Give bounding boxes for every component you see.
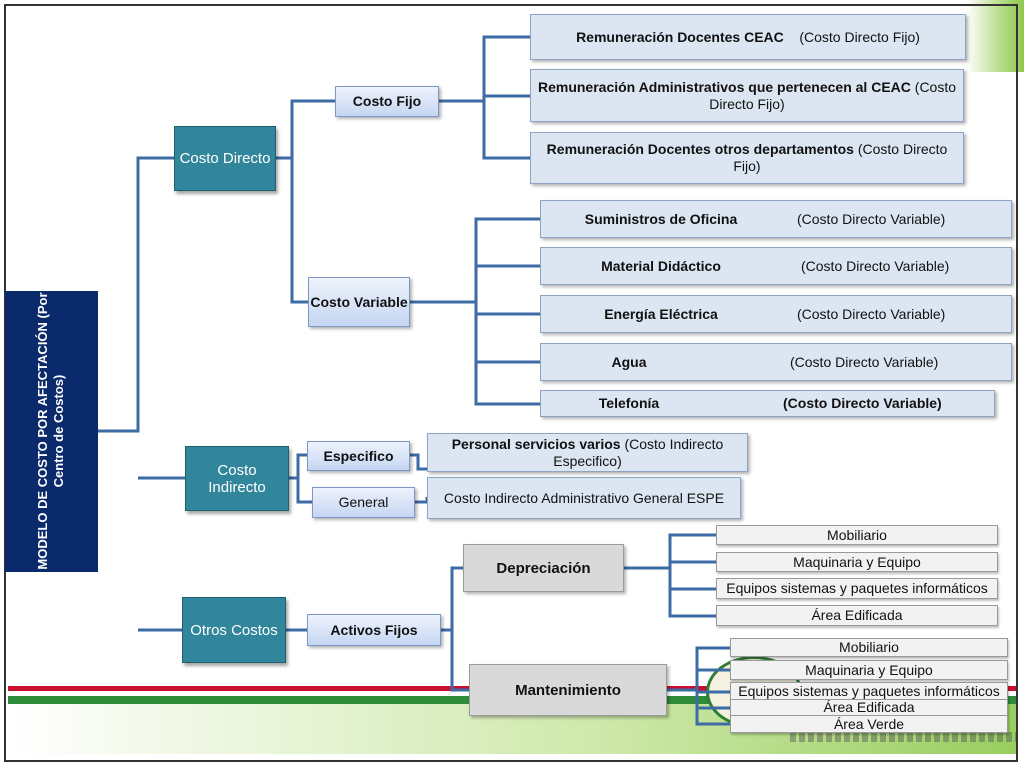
root-connector xyxy=(98,156,185,632)
node-costo-directo[interactable]: Costo Directo xyxy=(174,126,276,191)
root-label-line2: Centro de Costos) xyxy=(51,374,66,488)
dep-item-1[interactable]: Mobiliario xyxy=(716,525,998,545)
leaf-variable-2-name: Material Didáctico xyxy=(601,257,721,274)
mant-item-1[interactable]: Mobiliario xyxy=(730,638,1008,657)
node-costo-indirecto-word1: Costo xyxy=(217,461,257,479)
dep-item-4[interactable]: Área Edificada xyxy=(716,605,998,626)
leaf-variable-1[interactable]: Suministros de Oficina (Costo Directo Va… xyxy=(540,200,1012,238)
leaf-especifico-tag: (Costo Indirecto Especifico) xyxy=(553,435,724,469)
leaf-variable-1-tag: (Costo Directo Variable) xyxy=(797,210,946,227)
node-otros-costos[interactable]: Otros Costos xyxy=(182,597,286,663)
root-node: MODELO DE COSTO POR AFECTACIÓN (Por Cent… xyxy=(5,291,98,572)
node-costo-fijo[interactable]: Costo Fijo xyxy=(335,86,439,117)
leaf-especifico[interactable]: Personal servicios varios (Costo Indirec… xyxy=(427,433,748,472)
mant-item-2[interactable]: Maquinaria y Equipo xyxy=(730,660,1008,680)
mant-item-4[interactable]: Área Edificada xyxy=(730,699,1008,716)
mant-item-5[interactable]: Área Verde xyxy=(730,715,1008,733)
directo-connector xyxy=(276,99,335,304)
leaf-variable-4-tag: (Costo Directo Variable) xyxy=(790,353,939,370)
leaf-variable-2[interactable]: Material Didáctico (Costo Directo Variab… xyxy=(540,247,1012,285)
leaf-fijo-3-tag: (Costo Directo Fijo) xyxy=(733,141,948,174)
leaf-variable-1-name: Suministros de Oficina xyxy=(584,210,738,227)
activos-connector xyxy=(441,566,469,692)
leaf-variable-3[interactable]: Energía Eléctrica (Costo Directo Variabl… xyxy=(540,295,1012,333)
root-label-line1: MODELO DE COSTO POR AFECTACIÓN (Por xyxy=(35,292,50,570)
leaf-general[interactable]: Costo Indirecto Administrativo General E… xyxy=(427,477,741,519)
leaf-fijo-2-name: Remuneración Administrativos que pertene… xyxy=(537,78,911,95)
mantenimiento-connector xyxy=(667,646,730,726)
node-activos-fijos[interactable]: Activos Fijos xyxy=(307,614,441,646)
indirecto-connector xyxy=(289,453,312,504)
leaf-variable-5[interactable]: Telefonía (Costo Directo Variable) xyxy=(540,390,995,417)
leaf-variable-5-tag: (Costo Directo Variable) xyxy=(783,395,942,411)
fijo-connector xyxy=(439,35,530,160)
leaf-fijo-3-name: Remuneración Docentes otros departamento… xyxy=(546,141,854,157)
general-connector xyxy=(415,497,429,504)
leaf-variable-2-tag: (Costo Directo Variable) xyxy=(801,257,950,274)
node-costo-indirecto[interactable]: Costo Indirecto xyxy=(185,446,289,511)
leaf-especifico-name: Personal servicios varios xyxy=(451,435,621,452)
leaf-fijo-1-tag: (Costo Directo Fijo) xyxy=(783,28,920,45)
dep-item-2[interactable]: Maquinaria y Equipo xyxy=(716,552,998,572)
node-depreciacion[interactable]: Depreciación xyxy=(463,544,624,592)
leaf-variable-3-tag: (Costo Directo Variable) xyxy=(797,305,946,322)
leaf-variable-5-name: Telefonía xyxy=(598,395,660,411)
node-especifico[interactable]: Especifico xyxy=(307,441,410,471)
leaf-variable-4-name: Agua xyxy=(611,353,647,370)
dep-item-3[interactable]: Equipos sistemas y paquetes informáticos xyxy=(716,578,998,599)
leaf-fijo-2-tag: (Costo Directo Fijo) xyxy=(709,78,957,112)
leaf-fijo-1[interactable]: Remuneración Docentes CEAC (Costo Direct… xyxy=(530,14,966,60)
node-mantenimiento[interactable]: Mantenimiento xyxy=(469,664,667,716)
node-costo-variable[interactable]: Costo Variable xyxy=(308,277,410,327)
variable-connector xyxy=(410,217,540,406)
motto-banner xyxy=(790,732,1016,742)
leaf-fijo-1-name: Remuneración Docentes CEAC xyxy=(576,28,784,45)
root-label: MODELO DE COSTO POR AFECTACIÓN (Por Cent… xyxy=(35,291,67,572)
leaf-variable-4[interactable]: Agua (Costo Directo Variable) xyxy=(540,343,1012,381)
leaf-fijo-2[interactable]: Remuneración Administrativos que pertene… xyxy=(530,69,964,122)
node-general[interactable]: General xyxy=(312,487,415,518)
leaf-variable-3-name: Energía Eléctrica xyxy=(604,305,718,322)
especifico-connector xyxy=(410,453,427,471)
leaf-fijo-3[interactable]: Remuneración Docentes otros departamento… xyxy=(530,132,964,184)
top-right-accent xyxy=(966,0,1024,72)
node-costo-indirecto-word2: Indirecto xyxy=(208,478,266,496)
depreciacion-connector xyxy=(624,533,716,618)
